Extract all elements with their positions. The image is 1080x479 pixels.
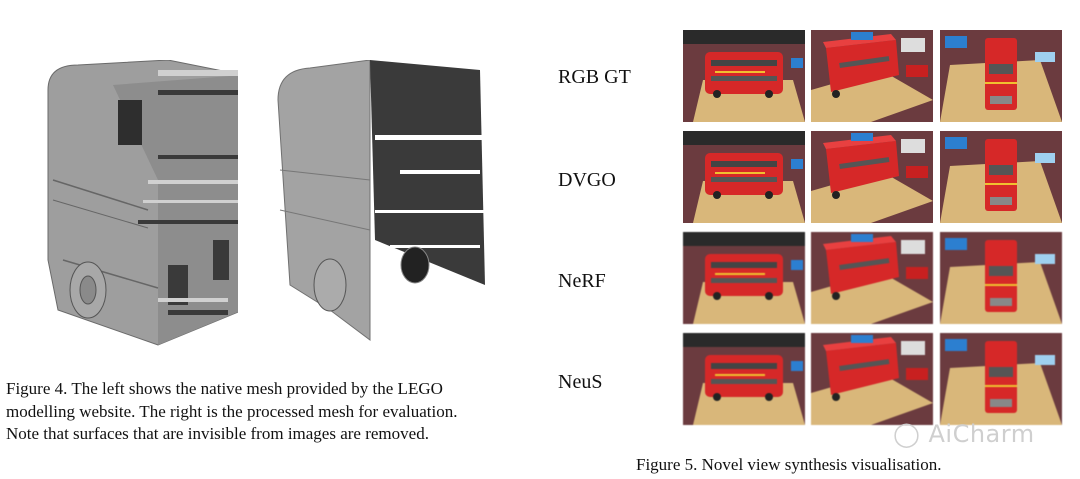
render-nerf-view-2 xyxy=(811,232,933,324)
render-dvgo-view-3 xyxy=(940,131,1062,223)
native-mesh-image xyxy=(47,60,238,346)
render-rgb-gt-view-1 xyxy=(683,30,805,122)
processed-mesh-image xyxy=(277,60,485,341)
row-label-rgb-gt: RGB GT xyxy=(558,66,631,88)
figure5-caption: Figure 5. Novel view synthesis visualisa… xyxy=(636,455,942,474)
render-nerf-view-3 xyxy=(940,232,1062,324)
watermark: ◯ AiCharm xyxy=(893,420,1035,448)
render-dvgo-view-2 xyxy=(811,131,933,223)
wechat-icon: ◯ xyxy=(893,420,921,448)
row-label-nerf: NeRF xyxy=(558,270,606,292)
render-neus-view-2 xyxy=(811,333,933,425)
row-label-neus: NeuS xyxy=(558,371,603,393)
figure4-caption-line: Note that surfaces that are invisible fr… xyxy=(6,424,429,443)
render-nerf-view-1 xyxy=(683,232,805,324)
watermark-text: AiCharm xyxy=(928,420,1035,448)
figure4-caption: Figure 4. The left shows the native mesh… xyxy=(6,378,536,446)
row-label-dvgo: DVGO xyxy=(558,169,616,191)
render-rgb-gt-view-2 xyxy=(811,30,933,122)
render-neus-view-1 xyxy=(683,333,805,425)
render-dvgo-view-1 xyxy=(683,131,805,223)
render-neus-view-3 xyxy=(940,333,1062,425)
figure4-caption-line: Figure 4. The left shows the native mesh… xyxy=(6,379,443,398)
render-rgb-gt-view-3 xyxy=(940,30,1062,122)
figure4-caption-line: modelling website. The right is the proc… xyxy=(6,401,458,421)
